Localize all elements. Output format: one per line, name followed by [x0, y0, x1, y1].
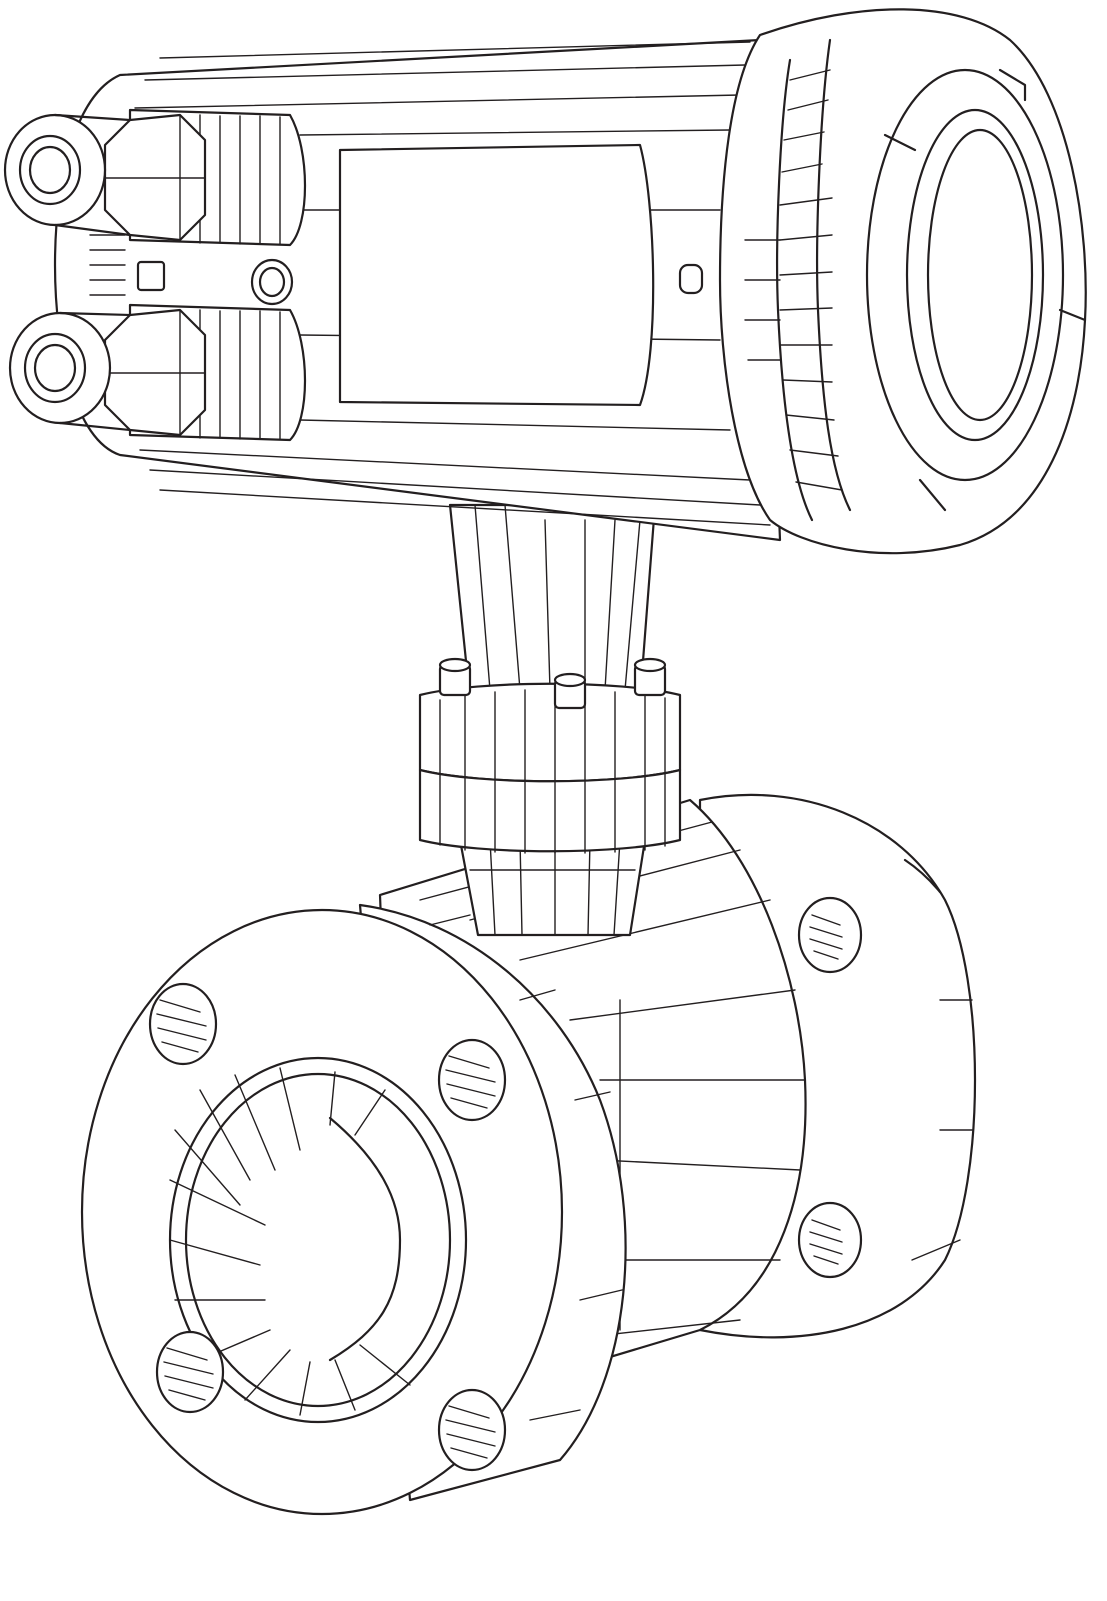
inlet-flange [80, 903, 627, 1516]
inlet-bolt-hole [437, 1388, 507, 1472]
housing-screw-right [678, 263, 704, 295]
neck-coupling-nut [418, 657, 682, 854]
front-cover [718, 8, 1087, 555]
inlet-bolt-hole [155, 1330, 225, 1414]
inlet-bolt-hole [437, 1038, 507, 1122]
housing-fins [89, 234, 126, 296]
cable-gland-upper [3, 108, 307, 247]
display-window [338, 143, 655, 407]
outlet-bolt-hole [797, 896, 863, 974]
cable-gland-lower [8, 303, 307, 442]
housing-screw-left [250, 258, 294, 306]
neck-reducer [458, 838, 647, 937]
cover-window-ring [865, 68, 1065, 482]
coupling-bolt [553, 672, 587, 710]
coupling-bolt [633, 657, 667, 697]
coupling-bolt [438, 657, 472, 697]
cover-grip-ribs [744, 69, 843, 491]
outlet-bolt-hole [797, 1201, 863, 1279]
mounting-neck [448, 503, 657, 702]
bore-liner-ribs [169, 1067, 411, 1416]
inlet-bolt-hole [148, 982, 218, 1066]
